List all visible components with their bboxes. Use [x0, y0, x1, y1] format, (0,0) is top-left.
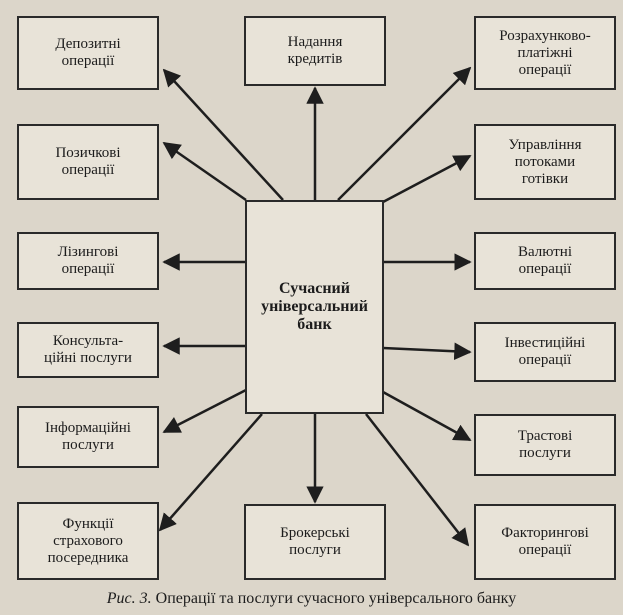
arrow-to-factoring [365, 413, 470, 547]
arrow-to-investment [382, 342, 472, 361]
investment-operations-box: Інвестиційні операції [474, 322, 616, 382]
arrow-to-cash-flow [382, 154, 472, 204]
figure-caption-text: Операції та послуги сучасного універсаль… [155, 590, 517, 607]
settlement-operations-box: Розрахунково- платіжні операції [474, 16, 616, 90]
arrow-to-information [162, 388, 247, 434]
trust-services-box: Трастові послуги [474, 414, 616, 476]
figure-label: Рис. 3. [106, 590, 152, 607]
cash-flow-box: Управління потоками готівки [474, 124, 616, 200]
arrow-to-trust [382, 390, 472, 442]
arrow-to-insurance [158, 413, 263, 532]
credits-box: Надання кредитів [244, 16, 386, 86]
insurance-intermediary-box: Функції страхового посередника [17, 502, 159, 580]
currency-operations-box: Валютні операції [474, 232, 616, 290]
leasing-operations-box: Лізингові операції [17, 232, 159, 290]
information-services-box: Інформаційні послуги [17, 406, 159, 468]
brokerage-services-box: Брокерські послуги [244, 504, 386, 580]
central-bank-box: Сучасний універсальний банк [245, 200, 384, 414]
figure-caption: Рис. 3. Операції та послуги сучасного ун… [0, 590, 623, 608]
arrow-to-loan [162, 141, 247, 202]
loan-operations-box: Позичкові операції [17, 124, 159, 200]
arrow-to-deposit [162, 68, 284, 201]
arrow-to-settlement [337, 66, 472, 201]
consulting-services-box: Консульта- ційні послуги [17, 322, 159, 378]
factoring-operations-box: Факторингові операції [474, 504, 616, 580]
deposit-operations-box: Депозитні операції [17, 16, 159, 90]
